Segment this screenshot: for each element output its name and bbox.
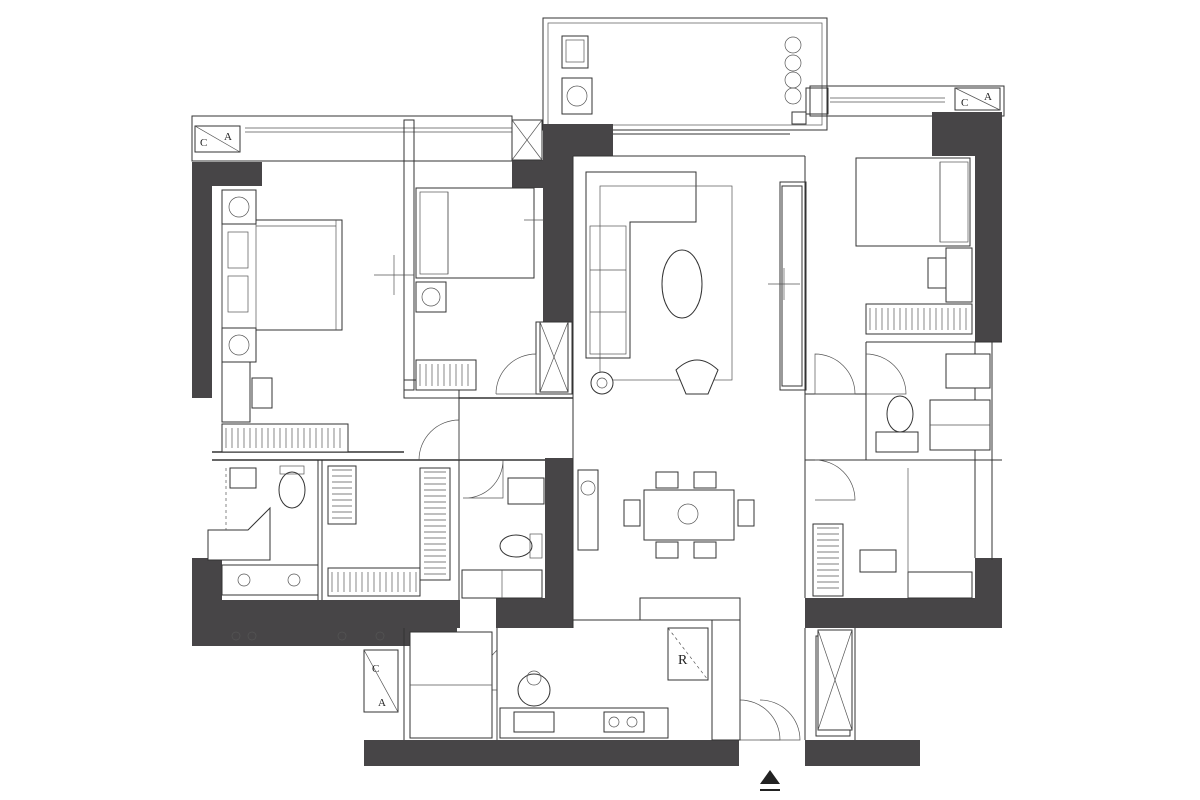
chef-figure-icon — [517, 673, 551, 707]
walls — [192, 112, 1002, 766]
washing-machine — [561, 77, 593, 115]
chair — [927, 257, 947, 289]
balcony-right — [809, 85, 1005, 117]
armchair — [675, 359, 719, 395]
coffee-table — [661, 249, 703, 319]
nightstand — [221, 189, 257, 225]
centerpiece-icon — [677, 503, 699, 525]
nightstand — [221, 327, 257, 363]
dining-area — [577, 469, 755, 559]
cabinet — [907, 571, 973, 599]
single-bed — [415, 187, 535, 279]
kitchen: R — [409, 597, 851, 741]
ac-label-c: C — [372, 663, 379, 675]
dining-table — [643, 489, 735, 541]
second-bedroom — [415, 187, 544, 391]
ac-label-c: C — [200, 137, 207, 149]
nightstand — [415, 281, 447, 313]
counter — [711, 619, 741, 741]
door-swings — [418, 353, 907, 741]
bookshelf — [812, 523, 844, 597]
master-bathroom — [207, 465, 319, 596]
study-room — [812, 468, 973, 599]
toilet — [278, 471, 306, 509]
ac-label-c: C — [961, 97, 968, 109]
chair — [623, 499, 641, 527]
right-bedroom — [855, 157, 973, 335]
ac-unit-bottom: C A — [363, 649, 399, 713]
basin — [229, 467, 257, 489]
chair — [737, 499, 755, 527]
shower-enclosure — [207, 506, 271, 561]
wardrobe — [221, 423, 349, 453]
vanity-counter — [875, 431, 919, 453]
exterior-fixtures — [231, 87, 853, 731]
ac-label-a: A — [224, 131, 232, 143]
sink — [513, 711, 555, 733]
toilet — [886, 395, 914, 433]
closet-rack — [419, 467, 451, 581]
basin — [507, 477, 545, 505]
double-bed — [221, 219, 343, 331]
walk-in-closet — [327, 465, 451, 597]
balcony-top — [542, 17, 828, 135]
double-bed — [855, 157, 971, 247]
tv-cabinet — [781, 185, 803, 387]
chair — [655, 541, 679, 559]
wardrobe — [415, 359, 477, 391]
master-bedroom — [221, 189, 414, 453]
desk — [859, 549, 897, 573]
chair — [655, 471, 679, 489]
guest-bathroom — [461, 477, 545, 599]
basin — [945, 353, 991, 389]
fridge-label: R — [678, 653, 688, 668]
sectional-sofa — [585, 171, 697, 359]
right-bathroom — [875, 353, 991, 453]
counter — [639, 597, 741, 621]
potted-plant-icon — [784, 36, 802, 105]
desk — [945, 247, 973, 303]
rug — [599, 185, 733, 381]
cooktop — [603, 711, 645, 733]
living-room — [585, 171, 803, 395]
ac-unit-left: C A — [194, 125, 241, 153]
ac-label-a: A — [378, 697, 386, 709]
ac-unit-right: C A — [954, 87, 1001, 111]
vanity — [221, 564, 319, 596]
entrance-arrow-icon — [760, 770, 780, 791]
floor-lamp-icon — [590, 371, 614, 395]
sideboard — [577, 469, 599, 551]
chair — [251, 377, 273, 409]
closet-rack — [327, 465, 357, 525]
chair — [693, 471, 717, 489]
chair — [693, 541, 717, 559]
ac-label-a: A — [984, 91, 992, 103]
toilet — [499, 534, 533, 558]
desk — [221, 361, 251, 423]
